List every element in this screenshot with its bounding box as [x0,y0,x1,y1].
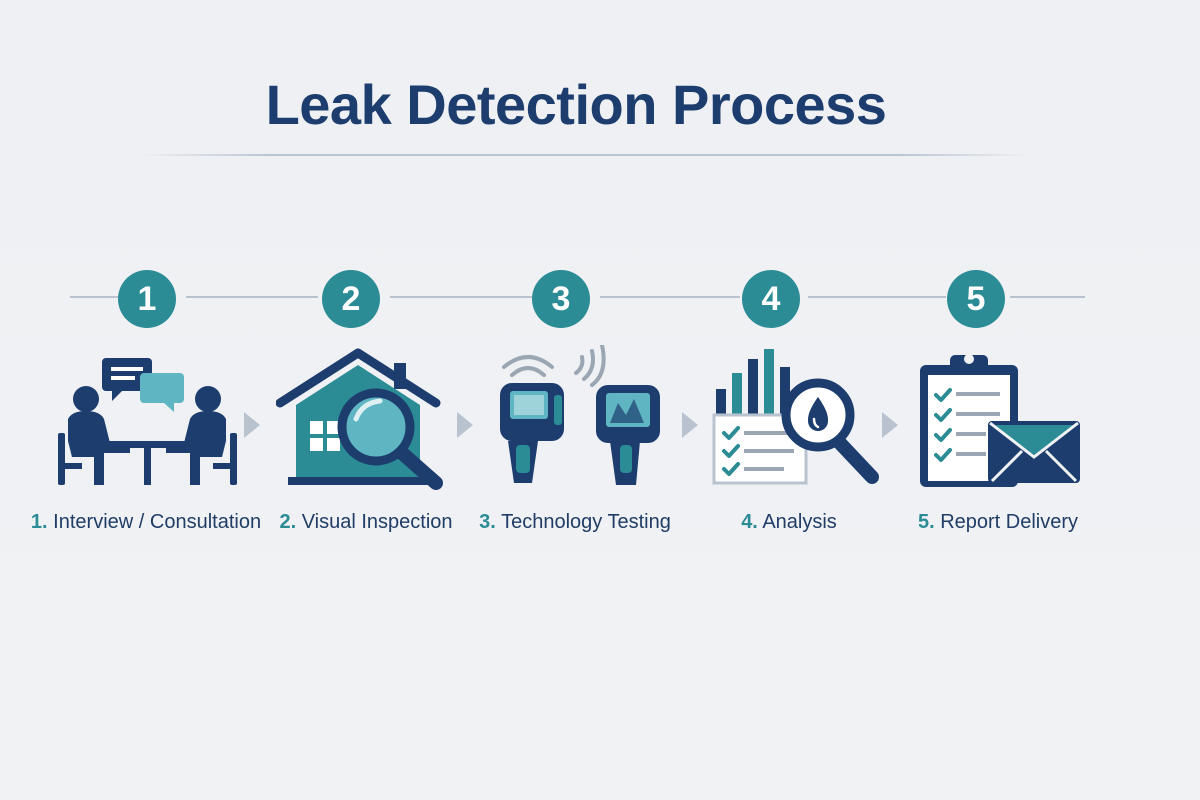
step-2-text: Visual Inspection [301,511,453,533]
step-3-badge: 3 [532,270,590,328]
step-3-number: 3. [479,511,496,533]
step-4-text: Analysis [762,511,837,533]
connector-line [600,296,740,298]
step-4-number: 4. [741,511,758,533]
chevron-right-icon [244,412,260,438]
step-1-label: 1. Interview / Consultation [31,511,261,534]
analysis-chart-icon [712,349,879,485]
report-envelope-icon [920,354,1080,487]
step-5-text: Report Delivery [940,511,1079,533]
step-1-text: Interview / Consultation [53,511,262,533]
connector-line [390,296,532,298]
step-5-number: 5. [917,511,935,533]
chevron-right-icon [457,412,473,438]
step-2-number: 2. [279,511,297,533]
title-divider [140,154,1030,156]
step-4-label: 4. Analysis [741,511,837,534]
step-1-number: 1. [30,511,48,533]
step-3-text: Technology Testing [501,511,671,533]
chevron-right-icon [682,412,698,438]
step-2-badge: 2 [322,270,380,328]
connector-line [1010,296,1085,298]
consultation-icon [58,358,237,485]
step-1-badge: 1 [118,270,176,328]
house-magnifier-icon [276,348,443,490]
page-title: Leak Detection Process [265,73,887,136]
detector-devices-icon [500,345,660,485]
step-5-label: 5. Report Delivery [918,511,1078,534]
step-2-label: 2. Visual Inspection [279,511,452,534]
step-5-badge: 5 [947,270,1005,328]
connector-line [808,296,946,298]
connector-line [70,296,120,298]
connector-line [186,296,318,298]
step-3-label: 3. Technology Testing [479,511,671,534]
step-4-badge: 4 [742,270,800,328]
chevron-right-icon [882,412,898,438]
